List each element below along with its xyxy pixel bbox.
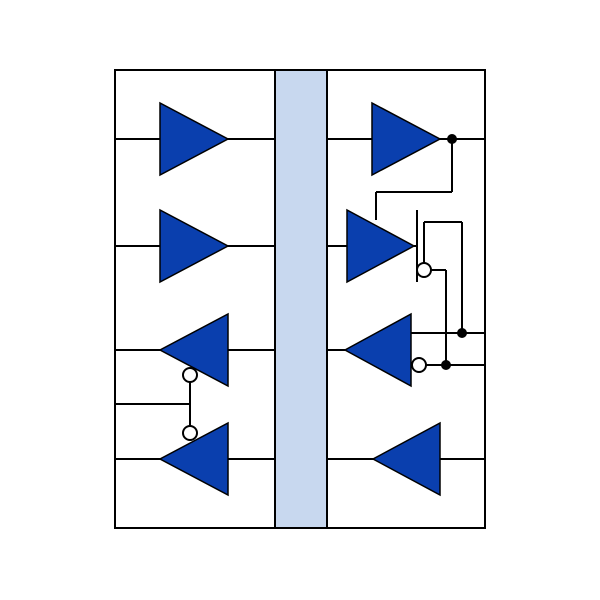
center-bus-bar xyxy=(274,69,328,529)
right-column xyxy=(327,101,485,497)
inversion-bubble-icon-left-4 xyxy=(182,425,198,441)
left-column xyxy=(115,101,275,497)
buffer-icon-left-3 xyxy=(158,312,229,388)
buffer-icon-right-4 xyxy=(371,421,441,497)
buffer-icon-left-1 xyxy=(159,101,230,177)
junction-dot-icon-2 xyxy=(457,328,467,338)
buffer-icon-left-2 xyxy=(159,208,230,284)
junction-dot-icon-1 xyxy=(447,134,457,144)
buffer-icon-left-4 xyxy=(158,421,229,497)
buffer-icon-right-3 xyxy=(343,312,412,388)
inversion-bubble-icon-right-3 xyxy=(411,357,427,373)
inversion-bubble-icon-transistor xyxy=(416,262,432,278)
inversion-bubble-icon-left-3 xyxy=(182,367,198,383)
buffer-icon-right-2 xyxy=(346,208,416,284)
buffer-icon-right-1 xyxy=(371,101,442,177)
junction-dot-icon-3 xyxy=(441,360,451,370)
